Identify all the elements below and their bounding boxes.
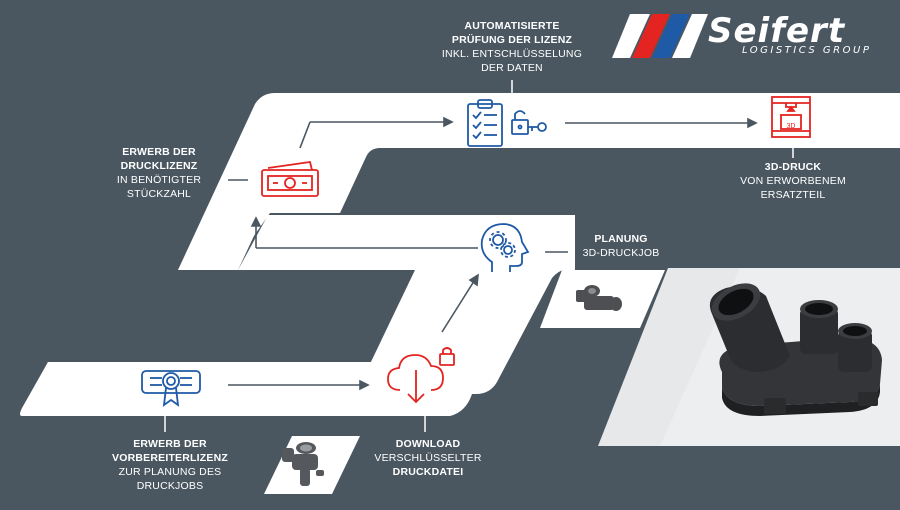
print-license-desc-2: STÜCKZAHL [126, 188, 192, 200]
logo-stripes-icon [612, 14, 708, 58]
preparer-license-desc-2: DRUCKJOBS [136, 480, 204, 492]
seifert-logo: Seifert LOGISTICS GROUP [612, 12, 894, 60]
print-desc-2: ERSATZTEIL [760, 189, 826, 201]
print-license-desc-1: IN BENÖTIGTER [116, 174, 202, 186]
track-top [178, 93, 900, 270]
3d-printer-icon [771, 96, 811, 138]
preparer-license-title-2: VORBEREITERLIZENZ [112, 452, 228, 464]
preparer-license-desc-1: ZUR PLANUNG DES [118, 466, 222, 478]
label-print-license: ERWERB DER DRUCKLIZENZ IN BENÖTIGTER STÜ… [104, 145, 214, 201]
logo-subline: LOGISTICS GROUP [742, 45, 872, 56]
print-license-title-2: DRUCKLIZENZ [120, 160, 198, 172]
label-preparer-license: ERWERB DER VORBEREITERLIZENZ ZUR PLANUNG… [100, 437, 240, 493]
planning-desc: 3D-DRUCKJOB [582, 247, 660, 259]
3d-printer-icon-label: 3D [787, 123, 796, 130]
label-print: 3D-DRUCK VON ERWORBENEM ERSATZTEIL [728, 160, 858, 202]
checklist-key-icon [467, 99, 547, 147]
license-check-desc-2: DER DATEN [481, 62, 543, 74]
logo-brand: Seifert [708, 11, 846, 51]
preparer-license-title-1: ERWERB DER [133, 438, 207, 450]
preparer-part-image [264, 436, 360, 494]
print-desc-1: VON ERWORBENEM [740, 175, 846, 187]
cloud-download-lock-icon [387, 347, 455, 404]
download-title: DOWNLOAD [395, 438, 461, 450]
track-top-left [178, 93, 275, 270]
printed-part-image [598, 268, 900, 446]
money-icon [261, 160, 319, 197]
print-license-title-1: ERWERB DER [122, 146, 196, 158]
track-middle [178, 215, 575, 270]
license-check-title-1: AUTOMATISIERTE [464, 20, 560, 32]
label-download: DOWNLOAD VERSCHLÜSSELTER DRUCKDATEI [366, 437, 490, 479]
planning-title: PLANUNG [594, 233, 648, 245]
download-desc-1: VERSCHLÜSSELTER [374, 452, 482, 464]
label-planning: PLANUNG 3D-DRUCKJOB [566, 232, 676, 260]
track-bottom-diag [345, 270, 488, 416]
track-middle-right [414, 215, 575, 394]
head-gears-icon [480, 223, 530, 272]
planning-part-image [540, 270, 665, 328]
label-license-check: AUTOMATISIERTE PRÜFUNG DER LIZENZ INKL. … [418, 19, 606, 75]
license-check-title-2: PRÜFUNG DER LIZENZ [451, 34, 573, 46]
download-desc-2: DRUCKDATEI [392, 466, 464, 478]
print-title: 3D-DRUCK [764, 161, 822, 173]
certificate-icon [141, 370, 201, 407]
license-check-desc-1: INKL. ENTSCHLÜSSELUNG [441, 48, 583, 60]
